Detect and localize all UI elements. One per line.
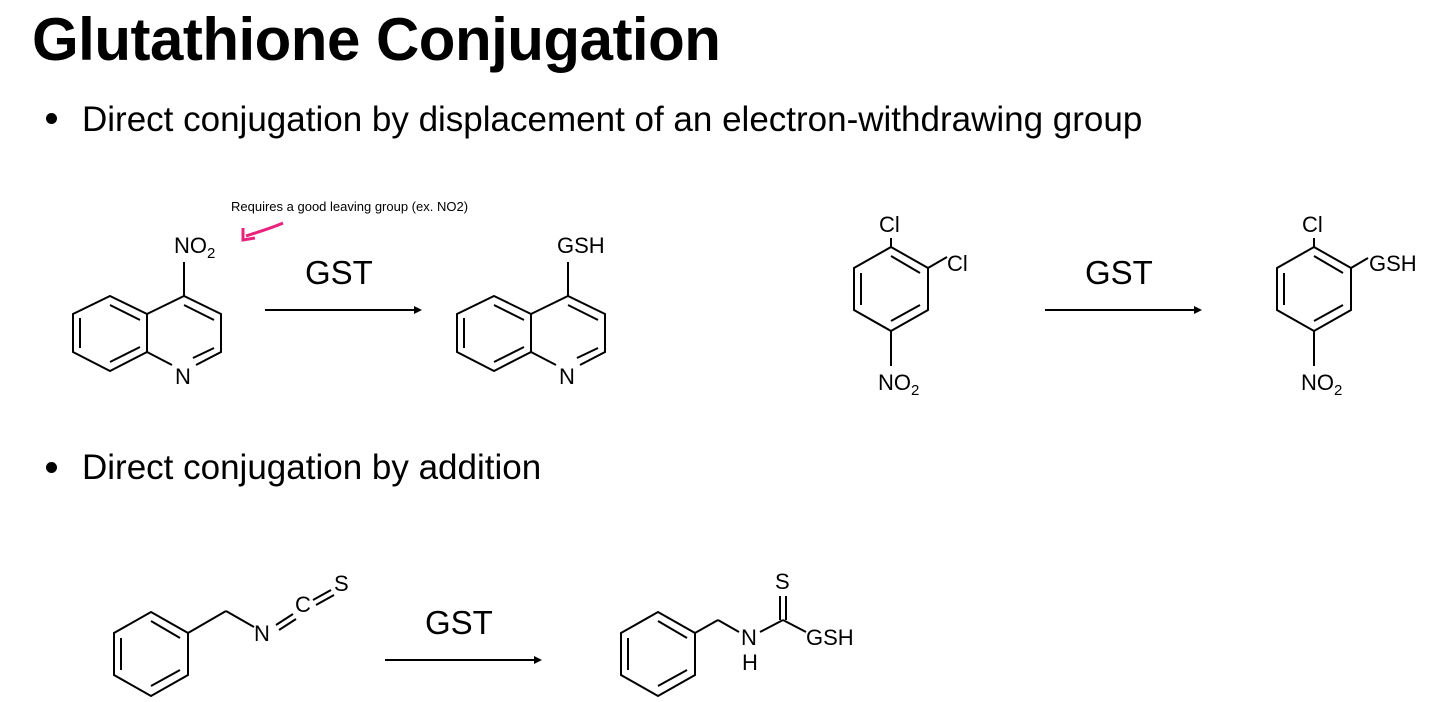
chloro-label: Cl: [1302, 212, 1323, 237]
annotation-arrow-icon: [241, 221, 284, 242]
nitrogen-label: N: [741, 625, 757, 650]
benzyl-isothiocyanate-structure: N C S: [113, 571, 349, 698]
nitroquinoline-structure: N NO2: [72, 233, 222, 389]
enzyme-label: GST: [305, 254, 373, 291]
slide-title: Glutathione Conjugation: [32, 6, 721, 73]
enzyme-label: GST: [1085, 254, 1153, 291]
leaving-group-annotation: Requires a good leaving group (ex. NO2): [231, 199, 468, 214]
glutathione-quinoline-structure: N GSH: [456, 233, 606, 389]
bullet-addition: Direct conjugation by addition: [82, 448, 542, 487]
carbon-label: C: [295, 592, 311, 617]
glutathione-chloronitrobenzene-structure: Cl GSH NO2: [1276, 212, 1417, 399]
bullet-displacement: Direct conjugation by displacement of an…: [82, 100, 1143, 139]
dithiocarbamate-conjugate-structure: N H S GSH: [620, 569, 854, 698]
nitro-label: NO2: [878, 370, 919, 399]
sulfur-label: S: [775, 569, 790, 594]
hydrogen-label: H: [742, 650, 758, 675]
chloro-label: Cl: [879, 212, 900, 237]
nitrogen-label: N: [254, 621, 270, 646]
ring-nitrogen-label: N: [175, 364, 191, 389]
nitro-label: NO2: [174, 233, 215, 262]
chloro-label: Cl: [947, 251, 968, 276]
sulfur-label: S: [334, 571, 349, 596]
ring-nitrogen-label: N: [559, 364, 575, 389]
enzyme-label: GST: [425, 604, 493, 641]
dichloronitrobenzene-structure: Cl Cl NO2: [853, 212, 968, 399]
bullet-marker: [46, 462, 57, 473]
gsh-label: GSH: [806, 625, 854, 650]
bullet-marker: [46, 113, 57, 124]
gsh-label: GSH: [1369, 251, 1417, 276]
gsh-label: GSH: [557, 233, 605, 258]
nitro-label: NO2: [1301, 370, 1342, 399]
